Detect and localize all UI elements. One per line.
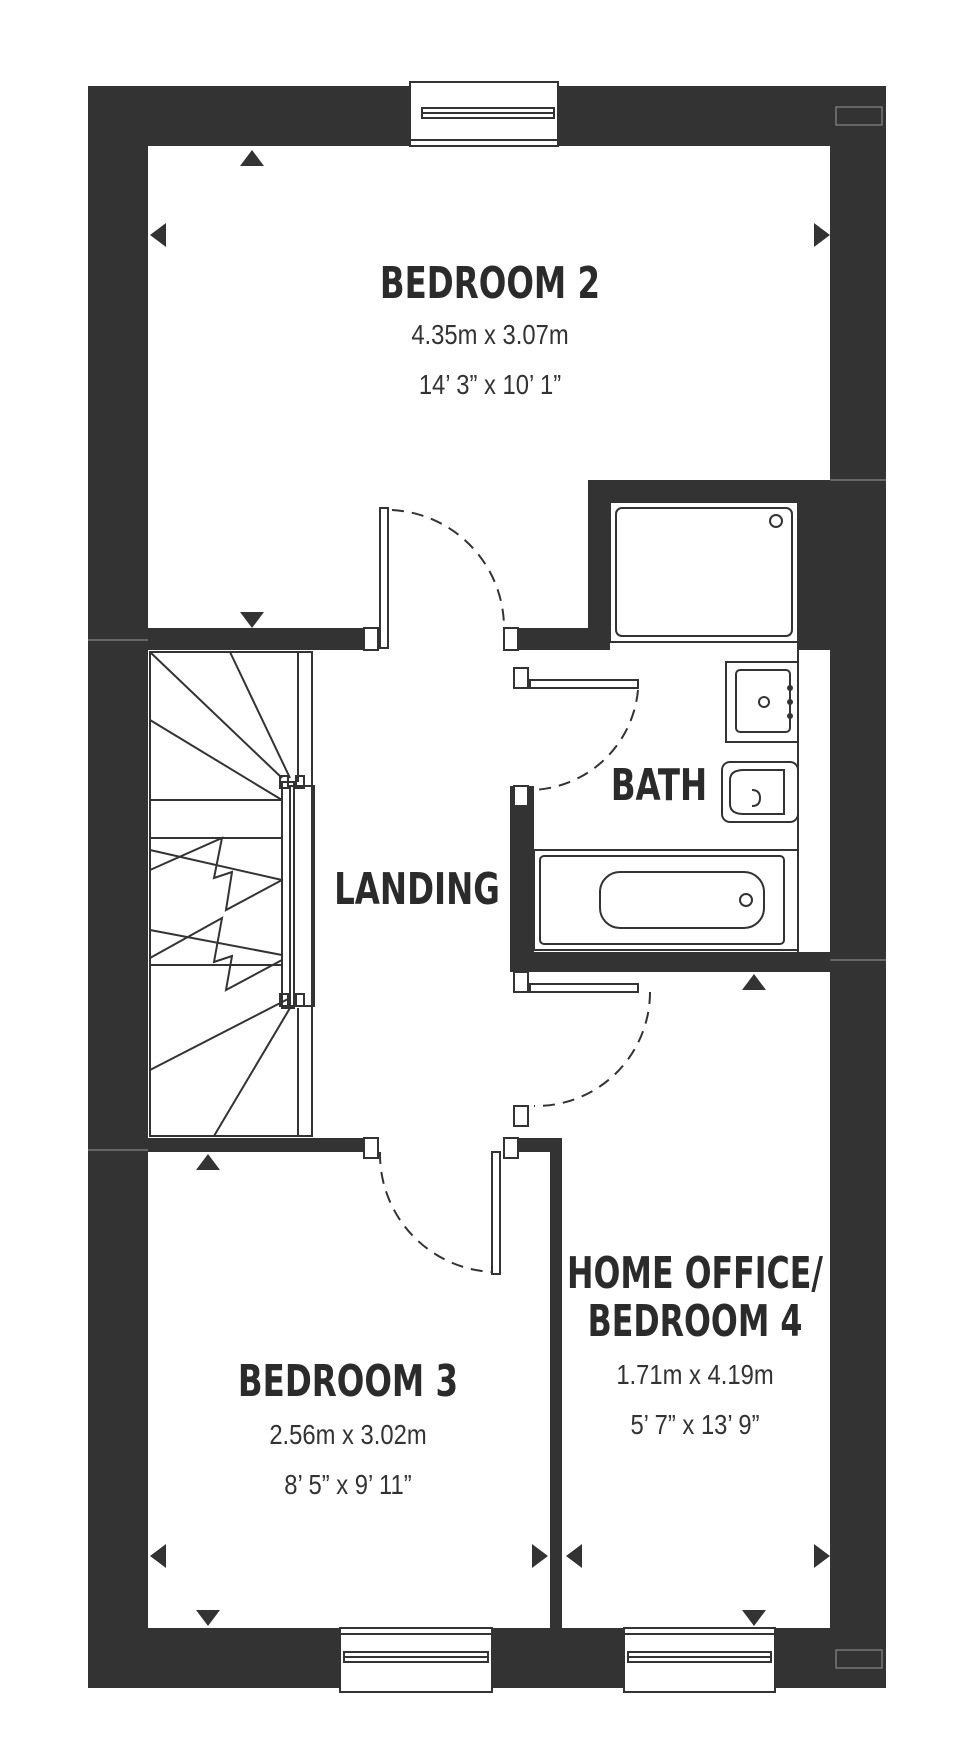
door-bedroom3 bbox=[363, 1137, 519, 1275]
office-imperial: 5’ 7” x 13’ 9” bbox=[630, 1408, 759, 1440]
landing-name: LANDING bbox=[334, 865, 500, 915]
room-bedroom2: BEDROOM 2 4.35m x 3.07m 14’ 3” x 10’ 1” bbox=[380, 259, 600, 401]
room-bedroom3: BEDROOM 3 2.56m x 3.02m 8’ 5” x 9’ 11” bbox=[238, 1357, 458, 1501]
bedroom2-name: BEDROOM 2 bbox=[380, 259, 600, 309]
room-landing: LANDING bbox=[334, 865, 500, 915]
door-bath bbox=[513, 667, 639, 807]
bedroom3-metric: 2.56m x 3.02m bbox=[269, 1418, 426, 1450]
door-bedroom2 bbox=[363, 507, 519, 651]
window-bottom-left bbox=[339, 1627, 493, 1693]
bath-fixtures bbox=[533, 501, 799, 952]
outer-walls bbox=[88, 86, 886, 1688]
room-bath: BATH bbox=[611, 761, 707, 811]
dimension-markers bbox=[150, 150, 830, 1626]
staircase bbox=[149, 651, 315, 1137]
room-office: HOME OFFICE/ BEDROOM 4 1.71m x 4.19m 5’ … bbox=[567, 1248, 824, 1440]
bedroom2-imperial: 14’ 3” x 10’ 1” bbox=[419, 368, 561, 400]
window-bottom-right bbox=[623, 1627, 776, 1693]
office-metric: 1.71m x 4.19m bbox=[616, 1358, 773, 1390]
bath-name: BATH bbox=[611, 761, 707, 811]
internal-walls bbox=[148, 480, 830, 1628]
window-top bbox=[409, 81, 559, 147]
wall-details bbox=[88, 106, 886, 1669]
bedroom2-metric: 4.35m x 3.07m bbox=[411, 318, 568, 350]
office-name-line1: HOME OFFICE/ bbox=[567, 1248, 824, 1299]
office-name-line2: BEDROOM 4 bbox=[588, 1296, 803, 1347]
bedroom3-name: BEDROOM 3 bbox=[238, 1357, 458, 1407]
door-office bbox=[513, 971, 651, 1127]
bedroom3-imperial: 8’ 5” x 9’ 11” bbox=[284, 1468, 411, 1500]
